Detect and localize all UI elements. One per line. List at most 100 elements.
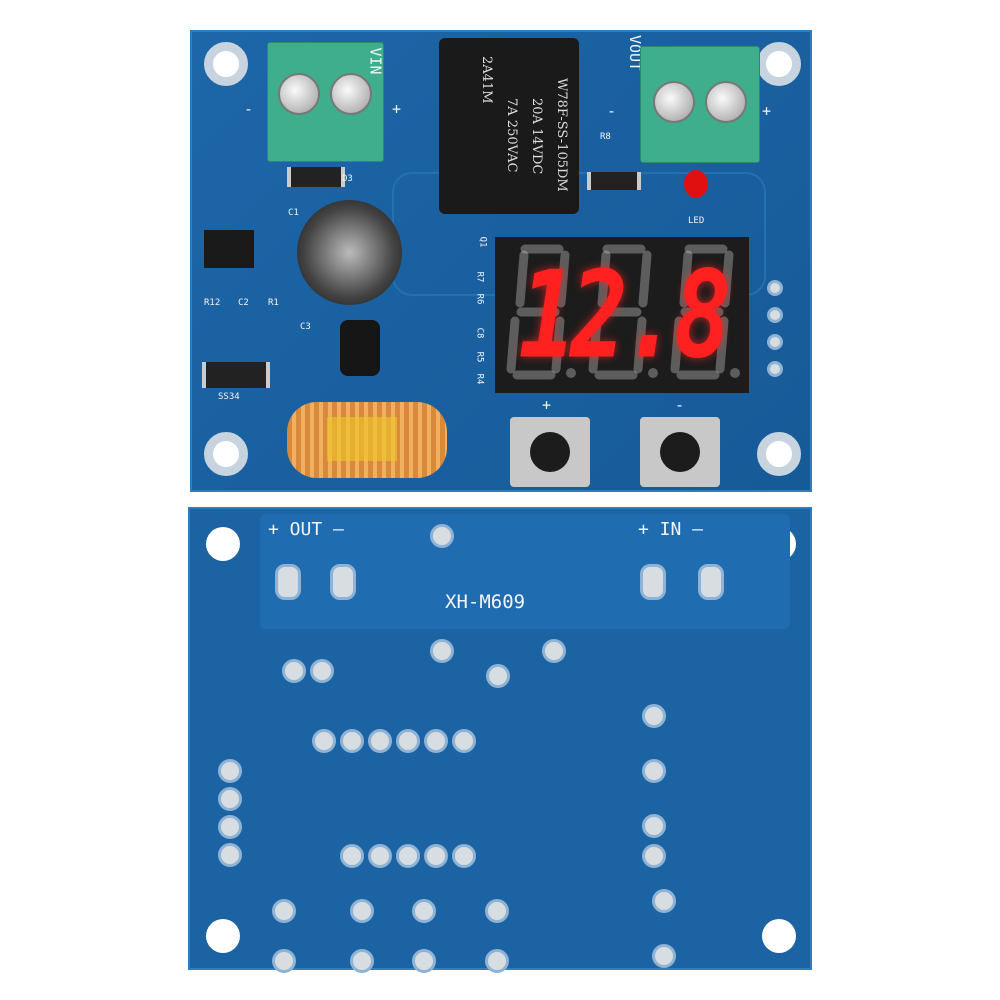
mount-hole [204, 42, 248, 86]
pin-pad [767, 280, 783, 296]
solder-joint [412, 949, 436, 973]
r8-label: R8 [600, 132, 611, 142]
vout-terminal[interactable] [640, 46, 760, 163]
capacitor-c1 [297, 200, 402, 305]
c2-label: C2 [238, 298, 249, 308]
solder-joint [310, 659, 334, 683]
solder-joint [350, 949, 374, 973]
pin-pad [767, 307, 783, 323]
solder-joint [218, 815, 242, 839]
relay-text: W78F-SS-105DM [554, 78, 569, 192]
screw-icon [278, 73, 320, 115]
segment-f [597, 250, 611, 308]
seven-segment-display: 12.8 [495, 237, 749, 393]
solder-joint [485, 949, 509, 973]
segment-b [638, 250, 652, 308]
segment-b [720, 250, 734, 308]
solder-joint [642, 814, 666, 838]
q1-label: Q1 [477, 236, 488, 248]
solder-joint [640, 564, 666, 600]
decrease-button[interactable] [640, 417, 720, 487]
r6-label: R6 [474, 293, 485, 305]
solder-joint [272, 899, 296, 923]
plus-label: + [542, 396, 552, 414]
segment-f [679, 250, 693, 308]
decimal-point [730, 368, 740, 378]
mount-hole [204, 432, 248, 476]
segment-e [670, 316, 684, 374]
d3-label: D3 [342, 174, 353, 184]
solder-joint [485, 899, 509, 923]
vin-minus: - [244, 100, 254, 118]
segment-c [715, 316, 729, 374]
solder-joint [698, 564, 724, 600]
pin-pad [767, 361, 783, 377]
relay-text: 20A 14VDC [529, 98, 544, 175]
solder-joint [218, 787, 242, 811]
segment-e [506, 316, 520, 374]
relay: 2A41M 7A 250VAC 20A 14VDC W78F-SS-105DM [439, 38, 579, 214]
solder-joint [642, 844, 666, 868]
vout-plus: + [762, 102, 772, 120]
solder-joint [452, 729, 476, 753]
model-label: XH-M609 [445, 591, 526, 613]
increase-button[interactable] [510, 417, 590, 487]
ss34-label: SS34 [218, 392, 240, 402]
relay-text: 7A 250VAC [504, 98, 519, 173]
in-label: + IN — [638, 519, 704, 540]
solder-joint [275, 564, 301, 600]
display-segments [506, 244, 740, 380]
relay-text: 2A41M [479, 56, 494, 104]
out-label: + OUT — [268, 519, 344, 540]
mount-hole [762, 919, 796, 953]
led-label: LED [688, 216, 705, 226]
screw-icon [653, 81, 695, 123]
segment-c [633, 316, 647, 374]
r12-label: R12 [204, 298, 221, 308]
diode-ss34 [202, 362, 270, 388]
ic-chip [204, 230, 254, 268]
solder-joint [330, 564, 356, 600]
vout-minus: - [607, 102, 617, 120]
solder-joint [218, 843, 242, 867]
solder-joint [424, 844, 448, 868]
vin-label: VIN [366, 47, 385, 75]
button-cap[interactable] [530, 432, 570, 472]
led-indicator [684, 170, 708, 198]
solder-joint [340, 729, 364, 753]
screw-icon [330, 73, 372, 115]
segment-c [551, 316, 565, 374]
mount-hole [206, 919, 240, 953]
mount-hole [757, 42, 801, 86]
solder-joint [412, 899, 436, 923]
solder-joint [652, 944, 676, 968]
solder-joint [396, 729, 420, 753]
solder-joint [312, 729, 336, 753]
decimal-point [566, 368, 576, 378]
mount-hole [206, 527, 240, 561]
solder-joint [340, 844, 364, 868]
solder-joint [272, 949, 296, 973]
r7-label: R7 [474, 271, 485, 283]
diode [587, 172, 641, 190]
r5-label: R5 [474, 351, 485, 363]
pcb-front: VIN - + D3 2A41M 7A 250VAC 20A 14VDC W78… [190, 30, 812, 492]
solder-joint [430, 639, 454, 663]
solder-joint [486, 664, 510, 688]
solder-joint [282, 659, 306, 683]
solder-joint [642, 759, 666, 783]
pcb-back: + OUT — + IN — XH-M609 [188, 507, 812, 973]
segment-b [556, 250, 570, 308]
decimal-point [648, 368, 658, 378]
solder-joint [350, 899, 374, 923]
capacitor-c3 [340, 320, 380, 376]
vin-terminal[interactable] [267, 42, 384, 162]
screw-icon [705, 81, 747, 123]
solder-joint [652, 889, 676, 913]
button-cap[interactable] [660, 432, 700, 472]
r4-label: R4 [474, 373, 485, 385]
r1-label: R1 [268, 298, 279, 308]
solder-joint [368, 729, 392, 753]
solder-joint [642, 704, 666, 728]
diode-d3 [287, 167, 345, 187]
